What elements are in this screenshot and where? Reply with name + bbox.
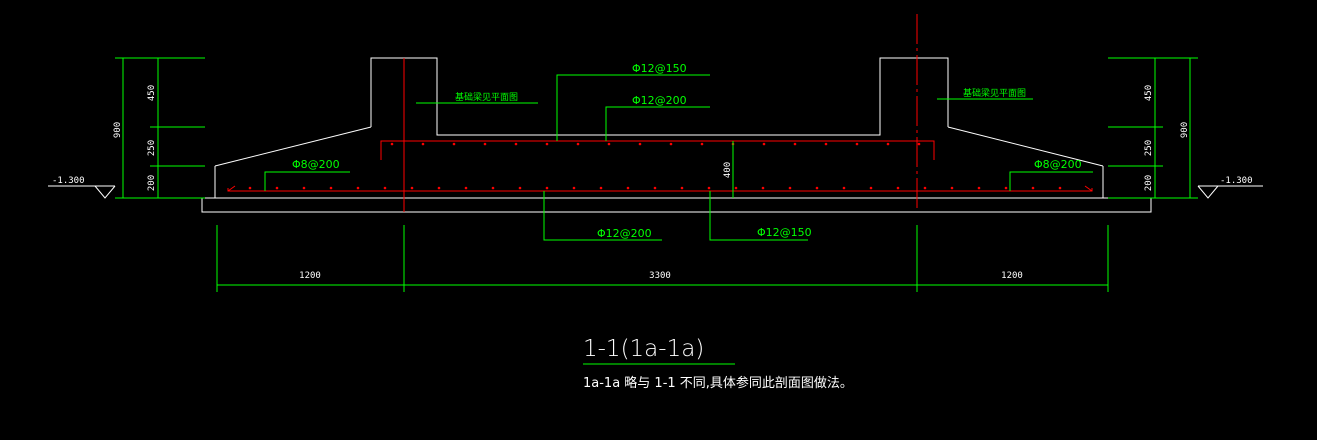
right-dim-seg-200: 200 [1144,175,1154,191]
rebar-dot [700,142,704,146]
rebar-dot [302,186,306,190]
rebar-dot [815,186,819,190]
left-hook [227,185,236,192]
rebar-dot [793,142,797,146]
rebar-dot [842,186,846,190]
right-elevation-marker [1197,185,1263,199]
right-haunch-line [947,126,1104,167]
rebar-dot [383,186,387,190]
rebar-label-top-upper: Φ12@150 [632,62,687,75]
beam-note-right: 基础梁见平面图 [963,87,1026,99]
rebar-dot [607,142,611,146]
leader-top-upper [556,74,710,141]
left-dim-seg-450: 450 [147,85,157,101]
rebar-dot [1031,186,1035,190]
rebar-dot [1058,186,1062,190]
rebar-dot [626,186,630,190]
right-hook [1084,185,1093,192]
rebar-dot [788,186,792,190]
leader-lines [264,74,1093,365]
rebar-dot [1004,186,1008,190]
rebar-dot [437,186,441,190]
rebar-dot [896,186,900,190]
rebar-dot [917,142,921,146]
left-dim-seg-200: 200 [147,175,157,191]
bottom-dimension [216,225,1109,292]
rebar-dot [869,186,873,190]
rebar-dot [356,186,360,190]
rebar-dot [514,142,518,146]
rebar-dot [653,186,657,190]
left-elevation-label: -1.300 [52,176,85,186]
concrete-outline [201,57,1152,213]
rebar-dot [491,186,495,190]
left-dim-seg-250: 250 [147,140,157,156]
rebar-dot [518,186,522,190]
rebar-label-bottom-left: Φ12@200 [597,227,652,240]
bottom-rebar [227,188,1093,192]
rebar-dot [762,142,766,146]
top-rebar [380,140,935,160]
leader-stirrup-right [1009,171,1093,191]
rebar-dots [248,142,1062,190]
rebar-dot [572,186,576,190]
rebar-dot [707,186,711,190]
bottom-dim-right: 1200 [1001,271,1023,281]
left-dim-total: 900 [113,122,123,138]
rebar-label-stirrup-left: Φ8@200 [292,158,340,171]
rebar-dot [483,142,487,146]
rebar-dot [734,186,738,190]
left-haunch-line [214,126,372,167]
rebar-dot [680,186,684,190]
right-dim-seg-450: 450 [1144,85,1154,101]
rebar-dot [545,142,549,146]
leader-top-lower [605,106,710,141]
right-vertical-dimension [1108,57,1198,199]
beam-note-left: 基础梁见平面图 [455,91,518,103]
bottom-dim-middle: 3300 [649,271,671,281]
bottom-dim-left: 1200 [299,271,321,281]
rebar-dot [248,186,252,190]
rebar-dot [669,142,673,146]
rebar-dot [855,142,859,146]
centerlines [403,14,918,212]
section-title: 1-1(1a-1a) [583,336,704,362]
right-elevation-label: -1.300 [1220,176,1253,186]
rebar-dot [410,186,414,190]
rebar-dot [421,142,425,146]
rebar-label-stirrup-right: Φ8@200 [1034,158,1082,171]
slab-height-label: 400 [723,162,733,178]
left-elevation-marker [48,185,116,199]
left-column-outline [370,57,949,136]
leader-bottom-right [709,191,808,241]
rebar-label-bottom-right: Φ12@150 [757,226,812,239]
rebar-dot [638,142,642,146]
rebar-label-top-lower: Φ12@200 [632,94,687,107]
rebar-dot [452,142,456,146]
leader-stirrup-left [264,171,350,191]
rebar-dot [390,142,394,146]
blinding-layer [201,197,1152,213]
rebar-dot [761,186,765,190]
right-dim-total: 900 [1180,122,1190,138]
rebar-dot [950,186,954,190]
rebar [227,140,1093,192]
rebar-dot [576,142,580,146]
leader-bottom-left [543,191,662,241]
right-dim-seg-250: 250 [1144,140,1154,156]
rebar-dot [545,186,549,190]
rebar-dot [275,186,279,190]
rebar-dot [886,142,890,146]
left-vertical-dimension [115,57,205,199]
rebar-dot [599,186,603,190]
rebar-dot [824,142,828,146]
rebar-dot [329,186,333,190]
rebar-dot [977,186,981,190]
section-subtitle: 1a-1a 略与 1-1 不同,具体参同此剖面图做法。 [583,375,853,391]
rebar-dot [923,186,927,190]
rebar-dot [464,186,468,190]
